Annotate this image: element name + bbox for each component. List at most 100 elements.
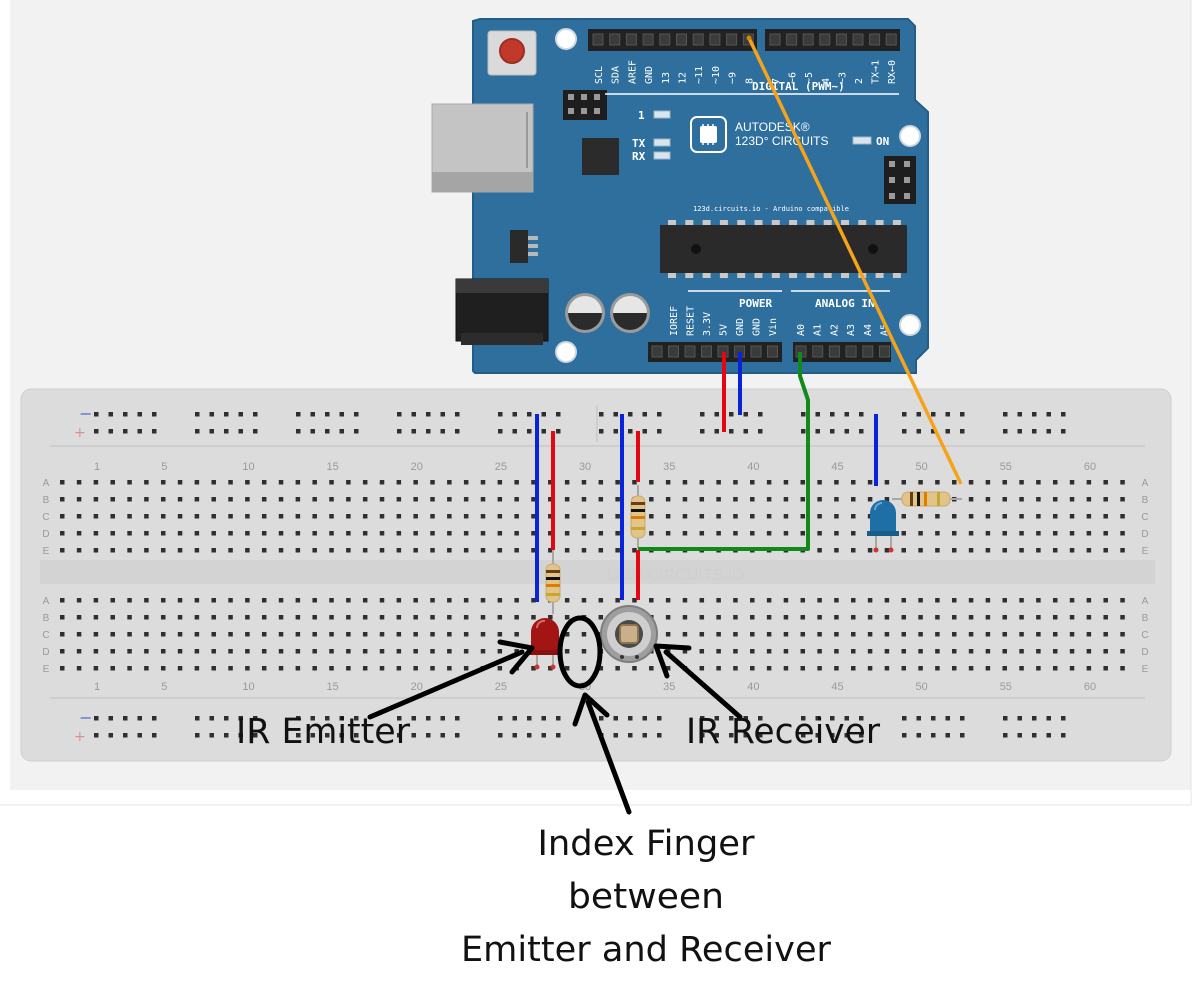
reset-button[interactable] xyxy=(499,38,525,64)
breadboard-hole xyxy=(430,514,435,519)
rail-hole xyxy=(700,429,705,434)
breadboard-hole xyxy=(901,632,906,637)
breadboard-hole xyxy=(733,497,738,502)
breadboard-hole xyxy=(211,598,216,603)
header-socket[interactable] xyxy=(750,345,762,358)
header-socket[interactable] xyxy=(726,33,738,46)
finger-arrow-icon xyxy=(572,692,610,727)
rail-hole xyxy=(426,412,431,417)
breadboard-hole xyxy=(935,531,940,536)
header-socket[interactable] xyxy=(852,33,864,46)
header-socket[interactable] xyxy=(802,33,814,46)
header-socket[interactable] xyxy=(845,345,857,358)
rail-hole xyxy=(714,733,719,738)
header-socket[interactable] xyxy=(692,33,704,46)
header-socket[interactable] xyxy=(819,33,831,46)
breadboard-hole xyxy=(211,480,216,485)
header-socket[interactable] xyxy=(828,345,840,358)
rail-hole xyxy=(801,716,806,721)
breadboard-hole xyxy=(278,497,284,502)
header-socket[interactable] xyxy=(659,33,671,46)
breadboard-hole xyxy=(497,531,503,536)
breadboard-hole xyxy=(127,615,132,620)
header-socket[interactable] xyxy=(709,33,721,46)
chip-dot-left xyxy=(691,244,701,254)
header-socket[interactable] xyxy=(701,345,712,358)
breadboard-hole xyxy=(716,666,721,671)
breadboard-hole xyxy=(76,649,82,654)
header-socket[interactable] xyxy=(885,33,897,46)
breadboard-hole xyxy=(733,632,738,637)
breadboard-hole xyxy=(1120,548,1125,553)
breadboard-hole xyxy=(615,531,620,536)
breadboard-hole xyxy=(884,615,890,620)
header-socket[interactable] xyxy=(592,33,604,46)
breadboard-hole xyxy=(951,649,957,654)
breadboard-hole xyxy=(93,598,99,603)
header-socket[interactable] xyxy=(869,33,881,46)
breadboard-hole xyxy=(951,514,957,519)
breadboard-hole xyxy=(1002,632,1007,637)
breadboard-hole xyxy=(346,666,351,671)
rail-hole xyxy=(758,716,763,721)
rail-hole xyxy=(859,716,864,721)
header-socket[interactable] xyxy=(862,345,874,358)
breadboard-hole xyxy=(1086,548,1092,553)
breadboard-hole xyxy=(867,632,873,637)
header-socket[interactable] xyxy=(609,33,621,46)
header-socket[interactable] xyxy=(835,33,847,46)
column-number: 15 xyxy=(326,461,338,473)
breadboard-hole xyxy=(228,649,233,654)
rail-hole xyxy=(224,716,229,721)
rail-hole xyxy=(657,716,662,721)
breadboard-hole xyxy=(783,514,789,519)
rail-hole xyxy=(859,733,864,738)
chip-pin xyxy=(685,220,694,225)
header-socket[interactable] xyxy=(625,33,637,46)
breadboard-hole xyxy=(632,598,637,603)
header-socket[interactable] xyxy=(651,345,663,358)
header-socket[interactable] xyxy=(684,345,696,358)
breadboard-hole xyxy=(76,531,82,536)
column-number: 5 xyxy=(161,461,167,473)
breadboard-hole xyxy=(76,548,82,553)
breadboard-hole xyxy=(851,531,856,536)
breadboard-hole xyxy=(312,497,317,502)
header-socket[interactable] xyxy=(642,33,654,46)
breadboard-hole xyxy=(800,598,806,603)
breadboard-hole xyxy=(278,514,284,519)
power-pin-label: 3.3V xyxy=(702,312,713,336)
header-socket[interactable] xyxy=(786,33,798,46)
breadboard-hole xyxy=(194,548,200,553)
header-socket[interactable] xyxy=(812,345,824,358)
rail-hole xyxy=(296,429,301,434)
breadboard-hole xyxy=(245,598,250,603)
breadboard-hole xyxy=(1002,480,1007,485)
power-pin-label: Vin xyxy=(768,318,779,336)
breadboard-hole xyxy=(480,598,486,603)
header-socket[interactable] xyxy=(769,33,781,46)
breadboard-hole xyxy=(1019,615,1024,620)
breadboard-hole xyxy=(379,480,385,485)
digital-pin-label: ~9 xyxy=(728,72,739,84)
header-socket[interactable] xyxy=(879,345,890,358)
breadboard-hole xyxy=(985,497,991,502)
breadboard-hole xyxy=(968,480,974,485)
mounting-hole-top-left xyxy=(555,28,577,50)
digital-pin-label: ~5 xyxy=(804,72,815,84)
breadboard-hole xyxy=(346,531,351,536)
rail-hole xyxy=(642,412,647,417)
header-socket[interactable] xyxy=(668,345,679,358)
breadboard-hole xyxy=(396,649,402,654)
breadboard-hole xyxy=(76,598,82,603)
header-socket[interactable] xyxy=(676,33,687,46)
breadboard-hole xyxy=(93,649,99,654)
breadboard-hole xyxy=(160,514,166,519)
breadboard-hole xyxy=(1120,632,1125,637)
rail-hole xyxy=(541,733,546,738)
rail-hole xyxy=(123,733,128,738)
header-socket[interactable] xyxy=(767,345,778,358)
breadboard-hole xyxy=(329,497,334,502)
breadboard-hole xyxy=(783,666,789,671)
breadboard-hole xyxy=(935,666,940,671)
